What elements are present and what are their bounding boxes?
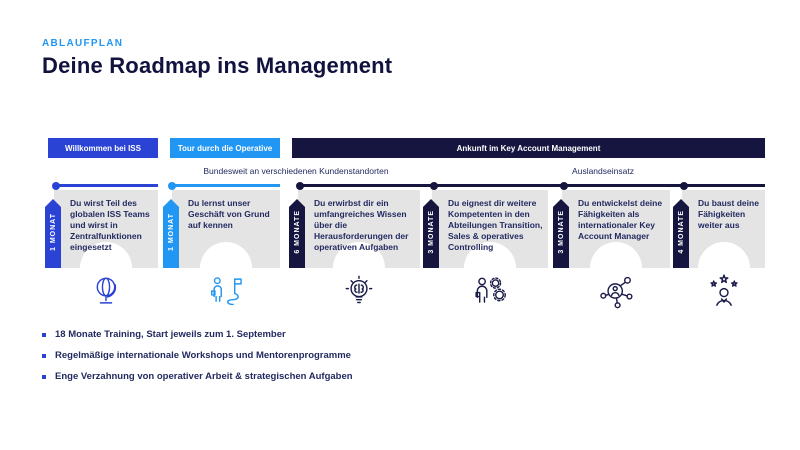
idea-bulb-icon (298, 272, 420, 316)
milestone-card-3: 6 MONATE Du erwirbst dir ein umfangreich… (289, 190, 420, 268)
person-gears-icon (432, 272, 548, 316)
milestone-text: Du eignest dir weitere Kompetenten in de… (448, 198, 543, 253)
list-item: Regelmäßige internationale Workshops und… (42, 350, 353, 362)
region-label-bundesweit: Bundesweit an verschiedenen Kundenstando… (203, 166, 389, 176)
duration-ribbon: 1 MONAT (163, 199, 179, 268)
list-item: Enge Verzahnung von operativer Arbeit & … (42, 371, 353, 383)
milestone-text: Du erwirbst dir ein umfangreiches Wissen… (314, 198, 409, 253)
timeline-dot (680, 182, 688, 190)
timeline-segment-3 (300, 184, 765, 187)
milestone-text: Du baust deine Fähigkeiten weiter aus (698, 198, 759, 231)
bullet-text: Regelmäßige internationale Workshops und… (55, 350, 351, 361)
bullet-icon (42, 354, 46, 358)
milestone-text: Du entwickelst deine Fähigkeiten als int… (578, 198, 663, 242)
bullet-icon (42, 375, 46, 379)
milestone-card-6: 4 MONATE Du baust deine Fähigkeiten weit… (673, 190, 765, 268)
duration-ribbon: 6 MONATE (289, 199, 305, 268)
duration-ribbon: 3 MONATE (423, 199, 439, 268)
person-stars-icon (682, 272, 765, 316)
kicker-label: ABLAUFPLAN (42, 38, 124, 49)
milestone-text: Du lernst unser Geschäft von Grund auf k… (188, 198, 270, 231)
milestone-text: Du wirst Teil des globalen ISS Teams und… (70, 198, 150, 253)
network-person-icon (562, 272, 670, 316)
phase-header-key-account: Ankunft im Key Account Management (292, 138, 765, 158)
timeline-dot (52, 182, 60, 190)
list-item: 18 Monate Training, Start jeweils zum 1.… (42, 329, 353, 341)
duration-ribbon: 4 MONATE (673, 199, 689, 268)
duration-ribbon: 3 MONATE (553, 199, 569, 268)
milestone-card-2: 1 MONAT Du lernst unser Geschäft von Gru… (163, 190, 280, 268)
milestone-card-1: 1 MONAT Du wirst Teil des globalen ISS T… (45, 190, 158, 268)
bullet-list: 18 Monate Training, Start jeweils zum 1.… (42, 329, 353, 392)
milestone-card-4: 3 MONATE Du eignest dir weitere Kompeten… (423, 190, 548, 268)
region-label-auslandseinsatz: Auslandseinsatz (572, 166, 634, 176)
bullet-text: 18 Monate Training, Start jeweils zum 1.… (55, 329, 286, 340)
globe-icon (54, 272, 158, 316)
milestone-card-5: 3 MONATE Du entwickelst deine Fähigkeite… (553, 190, 670, 268)
timeline-dot (168, 182, 176, 190)
timeline-dot (560, 182, 568, 190)
phase-header-willkommen: Willkommen bei ISS (48, 138, 158, 158)
route-flag-icon (172, 272, 280, 316)
timeline-segment-2 (172, 184, 280, 187)
timeline-dot (296, 182, 304, 190)
phase-header-tour: Tour durch die Operative (170, 138, 280, 158)
bullet-text: Enge Verzahnung von operativer Arbeit & … (55, 371, 353, 382)
bullet-icon (42, 333, 46, 337)
duration-ribbon: 1 MONAT (45, 199, 61, 268)
timeline-segment-1 (56, 184, 158, 187)
page-title: Deine Roadmap ins Management (42, 53, 393, 78)
timeline-dot (430, 182, 438, 190)
